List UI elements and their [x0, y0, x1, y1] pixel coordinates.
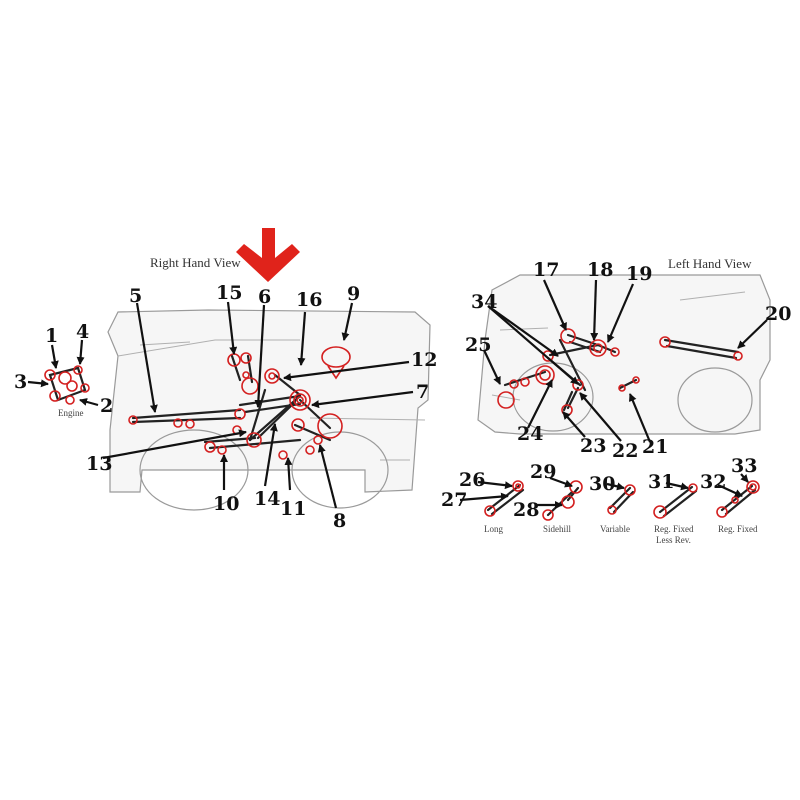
- variant-reg-fixed-less-rev: [653, 483, 698, 519]
- caption-reg-fixed: Reg. Fixed: [718, 524, 758, 534]
- callout-13: 13: [86, 453, 112, 475]
- caption-variable: Variable: [600, 524, 630, 534]
- callout-20: 20: [765, 303, 791, 325]
- callout-17: 17: [533, 259, 559, 281]
- caption-reg-fixed-less-rev-line2: Less Rev.: [656, 535, 691, 545]
- callout-16: 16: [296, 289, 322, 311]
- callout-25: 25: [465, 334, 491, 356]
- callout-32: 32: [700, 471, 726, 493]
- right-view-title: Right Hand View: [150, 255, 241, 270]
- callout-34: 34: [471, 291, 497, 313]
- callout-22: 22: [612, 440, 638, 462]
- combine-right-view: [107, 309, 431, 511]
- callout-29: 29: [530, 461, 556, 483]
- variant-sidehill: [542, 480, 583, 521]
- left-view-title: Left Hand View: [668, 256, 752, 271]
- caption-reg-fixed-less-rev-line1: Reg. Fixed: [654, 524, 694, 534]
- right-view-belts: [128, 346, 351, 460]
- callout-31: 31: [648, 471, 674, 493]
- callout-9: 9: [347, 283, 360, 305]
- callout-30: 30: [589, 473, 615, 495]
- callout-6: 6: [258, 286, 271, 308]
- callout-15: 15: [216, 282, 242, 304]
- down-arrow-icon: [236, 228, 300, 282]
- callout-18: 18: [587, 259, 613, 281]
- caption-engine: Engine: [58, 408, 84, 418]
- callout-28: 28: [513, 499, 539, 521]
- callout-11: 11: [280, 498, 306, 520]
- callout-24: 24: [517, 423, 543, 445]
- callout-numbers: 1 2 3 4 5 6 7 8 9 10 11 12 13 14 15 16 1…: [14, 259, 791, 532]
- callout-33: 33: [731, 455, 757, 477]
- callout-3: 3: [14, 371, 27, 393]
- leader-lines: [27, 279, 768, 509]
- combine-left-view: [477, 274, 771, 435]
- caption-sidehill: Sidehill: [543, 524, 572, 534]
- callout-4: 4: [76, 321, 89, 343]
- variant-reg-fixed: [716, 480, 760, 518]
- callout-5: 5: [129, 285, 142, 307]
- callout-21: 21: [642, 436, 668, 458]
- callout-10: 10: [213, 493, 239, 515]
- callout-8: 8: [333, 510, 346, 532]
- callout-27: 27: [441, 489, 467, 511]
- callout-12: 12: [411, 349, 437, 371]
- callout-19: 19: [626, 263, 652, 285]
- left-view-belts: [497, 328, 743, 416]
- caption-long: Long: [484, 524, 503, 534]
- callout-23: 23: [580, 435, 606, 457]
- callout-2: 2: [100, 395, 113, 417]
- callout-26: 26: [459, 469, 485, 491]
- callout-14: 14: [254, 488, 280, 510]
- variant-variable: [607, 484, 636, 515]
- callout-7: 7: [416, 381, 429, 403]
- callout-1: 1: [45, 325, 58, 347]
- engine-belt-cluster: [44, 365, 90, 405]
